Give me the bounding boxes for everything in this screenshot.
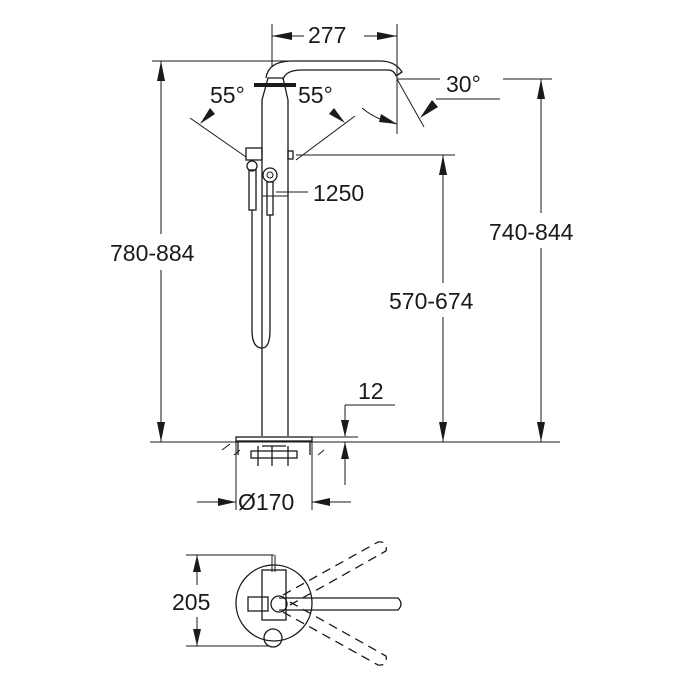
label-handle-swing-left: 55° [210, 82, 245, 108]
plan-view [235, 541, 402, 666]
label-handle-height: 570-674 [389, 288, 474, 314]
dim-spout-angle [361, 78, 500, 128]
label-total-height: 780-884 [110, 240, 195, 266]
dim-floor-offset [310, 404, 395, 485]
label-hose-length: 1250 [313, 180, 365, 206]
dim-total-height [152, 60, 290, 442]
dim-plan-depth [186, 554, 274, 647]
label-spout-height: 740-844 [489, 219, 574, 245]
label-spout-reach: 277 [308, 22, 347, 48]
label-plan-depth: 205 [172, 589, 211, 615]
dim-base-diameter [197, 441, 351, 510]
label-handle-swing-right: 55° [298, 82, 333, 108]
label-base-diameter: Ø170 [238, 489, 295, 515]
dim-spout-height [503, 78, 552, 442]
dim-handle-height [296, 154, 455, 442]
label-spout-angle: 30° [446, 71, 481, 97]
label-floor-offset: 12 [358, 378, 384, 404]
dim-handle-swing [189, 108, 356, 161]
